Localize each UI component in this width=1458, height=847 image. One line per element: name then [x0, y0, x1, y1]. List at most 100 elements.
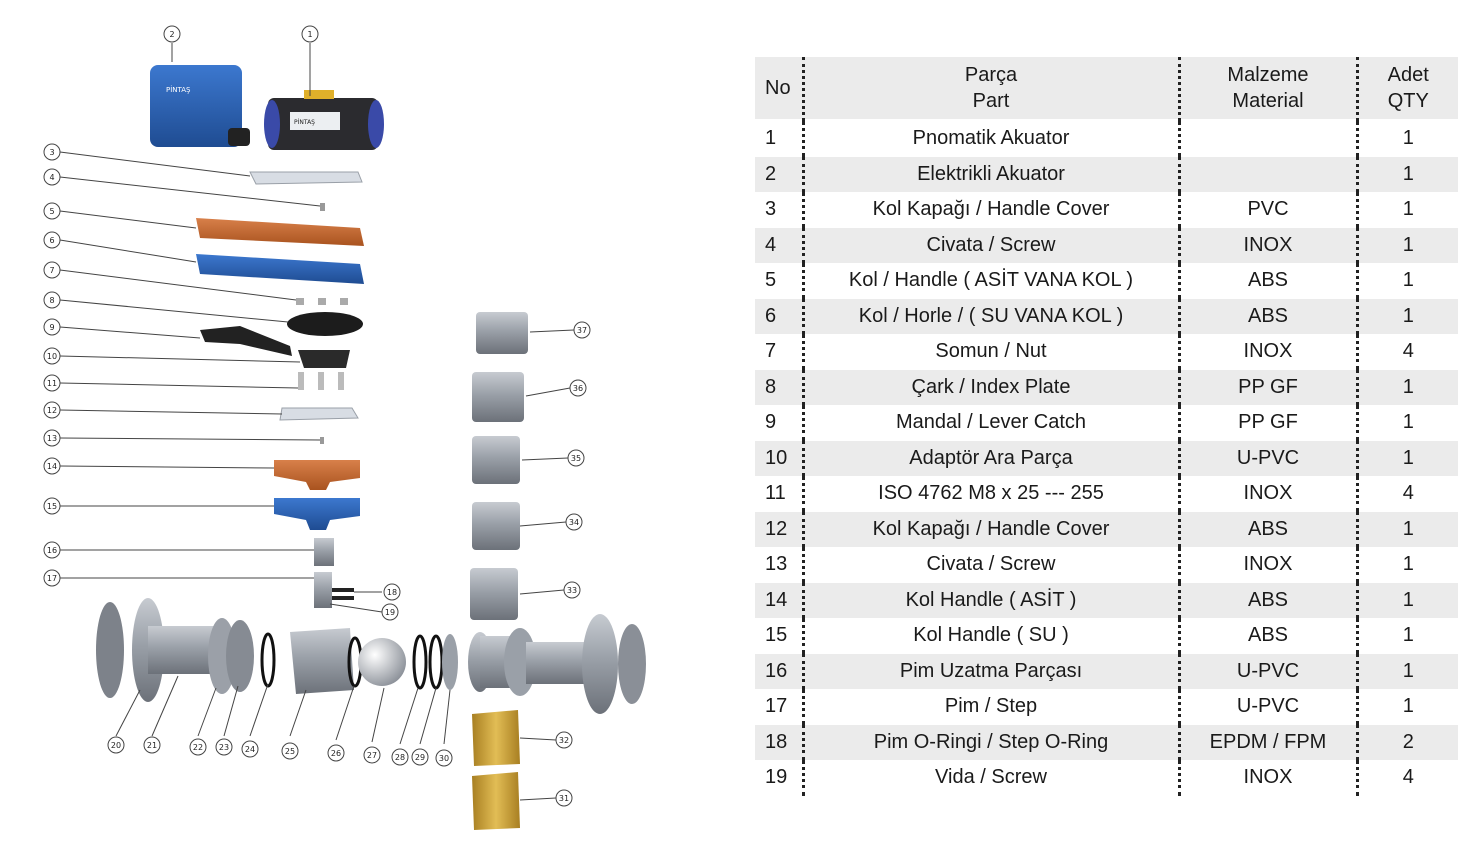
callout-number: 29 [415, 753, 425, 762]
valve-assembly [96, 598, 646, 714]
callout-12: 12 [43, 401, 61, 419]
cell-part: Kol / Horle / ( SU VANA KOL ) [803, 298, 1181, 334]
header-qty-en: QTY [1387, 90, 1429, 112]
cell-no: 12 [755, 511, 805, 547]
callout-11: 11 [43, 374, 61, 392]
brand-logo-2: PİNTAŞ [294, 119, 315, 126]
callout-9: 9 [43, 318, 61, 336]
cell-material: U-PVC [1179, 653, 1359, 689]
callout-10: 10 [43, 347, 61, 365]
callout-28: 28 [391, 748, 409, 766]
callout-number: 31 [559, 794, 569, 803]
electric-actuator: PİNTAŞ [150, 65, 250, 147]
callout-number: 4 [49, 173, 54, 182]
header-part: Parça Part [803, 57, 1181, 120]
cell-no: 18 [755, 724, 805, 760]
cell-material: PP GF [1179, 405, 1359, 441]
cell-qty: 1 [1402, 695, 1414, 718]
cell-no: 1 [755, 120, 805, 157]
callout-27: 27 [363, 746, 381, 764]
header-part-tr: Parça [964, 64, 1018, 86]
cell-qty: 1 [1357, 156, 1458, 192]
callout-number: 35 [571, 454, 581, 463]
header-no: No [755, 57, 805, 120]
callout-22: 22 [189, 738, 207, 756]
cell-part: Çark / Index Plate [803, 369, 1181, 405]
cell-part: Elektrikli Akuator [803, 156, 1181, 192]
cell-material: ABS [1179, 511, 1359, 547]
cell-material: INOX [1179, 547, 1359, 583]
cell-qty: 1 [1402, 553, 1414, 576]
cell-no: 14 [755, 582, 805, 618]
callout-24: 24 [241, 740, 259, 758]
callout-33: 33 [563, 581, 581, 599]
cell-no: 6 [755, 298, 805, 334]
cell-qty: 1 [1357, 227, 1458, 263]
cell-no: 11 [755, 476, 805, 512]
callout-number: 1 [307, 30, 312, 39]
exploded-valve-diagram: PİNTAŞ PİNTAŞ [43, 25, 646, 830]
callout-number: 12 [47, 406, 57, 415]
header-material-en: Material [1232, 90, 1304, 112]
cell-part: Somun / Nut [803, 334, 1181, 370]
callout-4: 4 [43, 168, 61, 186]
callout-number: 9 [49, 323, 54, 332]
cell-material: INOX [1179, 476, 1359, 512]
callout-number: 18 [387, 588, 397, 597]
callout-34: 34 [565, 513, 583, 531]
cell-qty: 1 [1357, 653, 1458, 689]
callout-number: 24 [245, 745, 255, 754]
cell-material: U-PVC [1179, 440, 1359, 476]
callout-number: 19 [385, 608, 395, 617]
callout-number: 33 [567, 586, 577, 595]
cell-part: Vida / Screw [803, 760, 1181, 796]
callout-20: 20 [107, 736, 125, 754]
callout-number: 32 [559, 736, 569, 745]
callout-number: 7 [49, 266, 54, 275]
cell-qty: 1 [1357, 369, 1458, 405]
callout-number: 28 [395, 753, 405, 762]
cell-qty: 1 [1357, 440, 1458, 476]
cell-part: Civata / Screw [803, 227, 1181, 263]
cell-no: 5 [755, 263, 805, 299]
callout-number: 23 [219, 743, 229, 752]
cell-qty: 1 [1402, 198, 1414, 221]
cell-part: Pim / Step [803, 689, 1181, 725]
callout-number: 11 [47, 379, 57, 388]
end-connectors [470, 312, 528, 830]
callout-1: 1 [301, 25, 319, 43]
cell-part: Mandal / Lever Catch [803, 405, 1181, 441]
callout-32: 32 [555, 731, 573, 749]
header-part-en: Part [972, 90, 1010, 112]
callout-number: 26 [331, 749, 341, 758]
callout-number: 30 [439, 754, 449, 763]
table-header-row: No Parça Part Malzeme Material Adet QTY [755, 57, 1458, 120]
callout-35: 35 [567, 449, 585, 467]
callout-number: 34 [569, 518, 579, 527]
callout-15: 15 [43, 497, 61, 515]
cell-material [1179, 156, 1359, 192]
cell-no: 15 [755, 618, 805, 654]
callout-number: 2 [169, 30, 174, 39]
callout-number: 14 [47, 462, 57, 471]
cell-no: 8 [755, 369, 805, 405]
cell-qty: 4 [1402, 340, 1414, 363]
callout-number: 22 [193, 743, 203, 752]
callout-number: 25 [285, 747, 295, 756]
callout-number: 15 [47, 502, 57, 511]
callout-21: 21 [143, 736, 161, 754]
callout-36: 36 [569, 379, 587, 397]
callout-number: 21 [147, 741, 157, 750]
cell-no: 10 [755, 440, 805, 476]
cell-no: 3 [755, 192, 805, 228]
callout-2: 2 [163, 25, 181, 43]
cell-material: PVC [1179, 192, 1359, 228]
callout-17: 17 [43, 569, 61, 587]
